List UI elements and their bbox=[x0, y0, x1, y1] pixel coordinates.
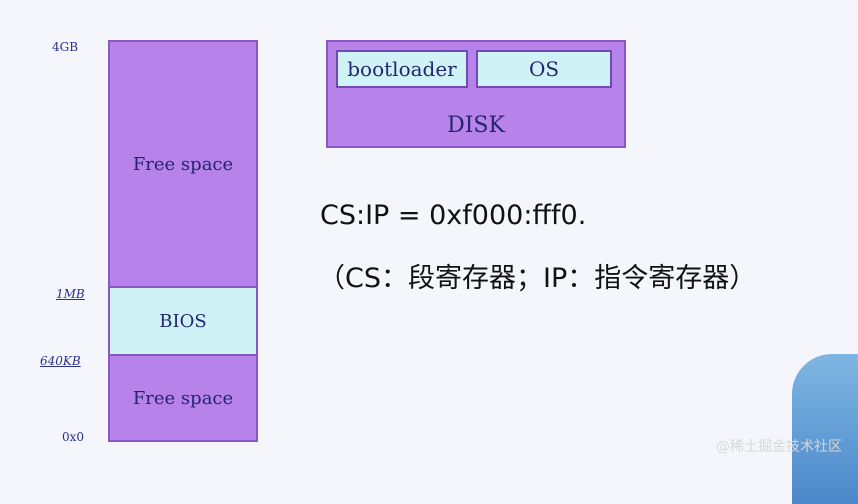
label-1mb: 1MB bbox=[56, 287, 85, 301]
free-space-upper: Free space bbox=[108, 40, 258, 288]
bootloader-label: bootloader bbox=[347, 57, 457, 81]
label-4gb: 4GB bbox=[52, 40, 79, 54]
watermark: @稀土掘金技术社区 bbox=[716, 439, 842, 455]
presenter-shoulder bbox=[792, 354, 858, 504]
register-explanation: （CS：段寄存器；IP：指令寄存器） bbox=[318, 263, 757, 294]
cs-ip-value: CS:IP = 0xf000:fff0. bbox=[320, 200, 587, 231]
os-cell: OS bbox=[476, 50, 612, 88]
disk-box: bootloader OS DISK bbox=[326, 40, 626, 148]
free-space-upper-label: Free space bbox=[132, 153, 234, 175]
os-label: OS bbox=[528, 57, 560, 81]
bios-label: BIOS bbox=[159, 310, 207, 332]
label-640kb: 640KB bbox=[40, 354, 81, 368]
free-space-lower: Free space bbox=[108, 354, 258, 442]
bootloader-cell: bootloader bbox=[336, 50, 468, 88]
free-space-lower-label: Free space bbox=[132, 387, 234, 409]
bios-block: BIOS bbox=[108, 286, 258, 356]
disk-title: DISK bbox=[447, 113, 505, 138]
label-0x0: 0x0 bbox=[62, 430, 85, 444]
